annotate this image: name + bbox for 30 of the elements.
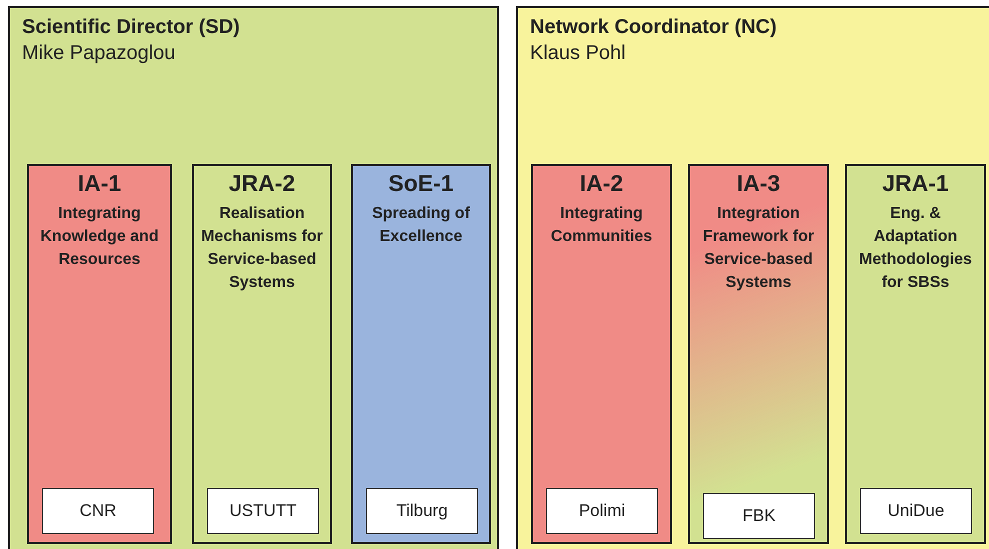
work-package-column [845, 164, 986, 544]
partner-label: Tilburg [366, 488, 478, 534]
package-code: JRA-2 [228, 170, 296, 197]
package-title: Realisation Mechanisms for Service-based Systems [200, 204, 324, 293]
partner-label: CNR [42, 488, 154, 534]
package-title: Integrating Knowledge and Resources [39, 204, 160, 270]
role-panel [516, 6, 989, 549]
package-title: Integration Framework for Service-based Systems [702, 204, 816, 293]
partner-label: Polimi [546, 488, 658, 534]
person-name: Mike Papazoglou [22, 42, 176, 65]
package-code: IA-2 [578, 170, 624, 197]
package-code: JRA-1 [881, 170, 950, 197]
package-title: Eng. & Adaptation Methodologies for SBSs [858, 204, 973, 293]
role-title: Network Coordinator (NC) [530, 16, 777, 39]
partner-label: UniDue [860, 488, 972, 534]
work-package-column [192, 164, 332, 544]
package-code: IA-1 [76, 170, 122, 197]
package-code: SoE-1 [387, 170, 455, 197]
package-title: Spreading of Excellence [371, 204, 471, 247]
role-title: Scientific Director (SD) [22, 16, 240, 39]
work-package-column [688, 164, 829, 544]
partner-label: USTUTT [207, 488, 319, 534]
person-name: Klaus Pohl [530, 42, 626, 65]
partner-label: FBK [703, 493, 815, 539]
package-title: Integrating Communities [550, 204, 654, 247]
work-package-column [351, 164, 491, 544]
work-package-column [27, 164, 172, 544]
work-package-column [531, 164, 672, 544]
role-panel [8, 6, 499, 549]
package-code: IA-3 [736, 170, 782, 197]
